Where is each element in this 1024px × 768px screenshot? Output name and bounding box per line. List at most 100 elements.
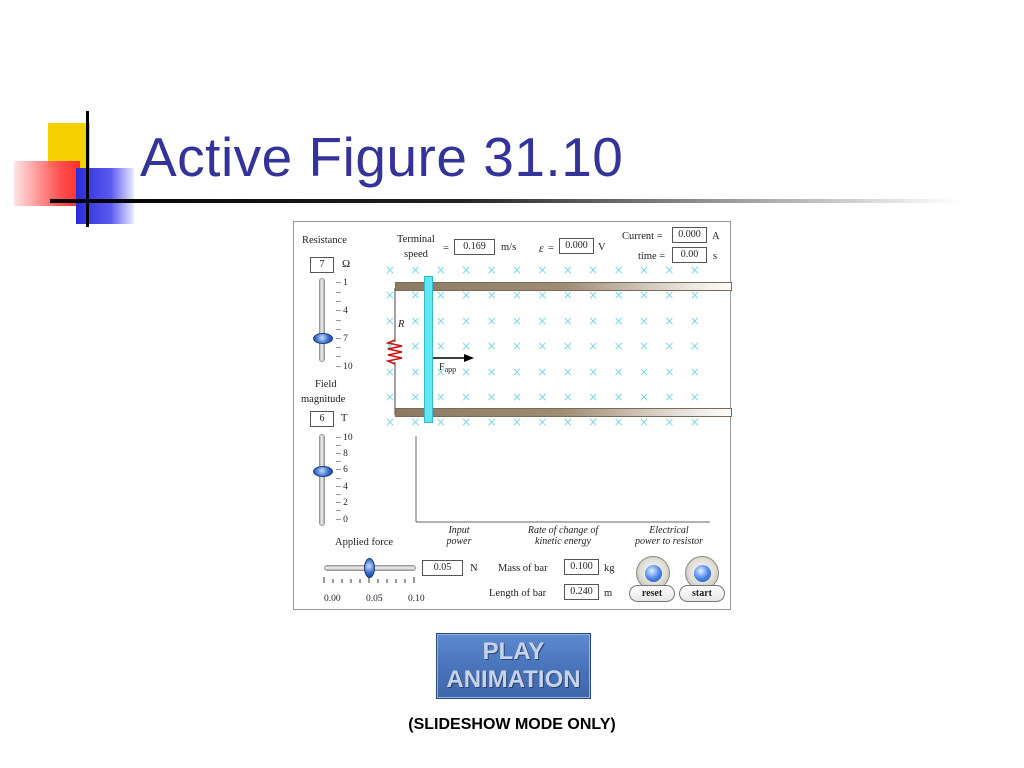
field-x-marker: × xyxy=(563,263,573,277)
field-x-marker: × xyxy=(512,314,522,328)
terminal-speed-unit: m/s xyxy=(501,242,517,253)
start-knob-icon[interactable] xyxy=(685,556,719,590)
reset-button[interactable]: reset xyxy=(629,585,675,602)
field-x-marker: × xyxy=(487,314,497,328)
field-x-marker: × xyxy=(512,339,522,353)
emf-value: 0.000 xyxy=(559,238,594,254)
field-x-marker: × xyxy=(563,415,573,429)
field-x-marker: × xyxy=(639,339,649,353)
time-value: 0.00 xyxy=(672,247,707,263)
field-x-marker: × xyxy=(563,288,573,302)
terminal-speed-value: 0.169 xyxy=(454,239,495,255)
length-label: Length of bar xyxy=(489,588,547,599)
resistance-tick: – 7 xyxy=(336,334,348,344)
field-x-marker: × xyxy=(614,390,624,404)
field-x-marker: × xyxy=(664,263,674,277)
field-x-marker: × xyxy=(512,390,522,404)
field-x-marker: × xyxy=(385,339,395,353)
field-slider-track[interactable] xyxy=(319,434,325,526)
resistor-label: R xyxy=(398,319,405,330)
field-tick: – 10 xyxy=(336,433,353,443)
field-x-marker: × xyxy=(410,314,420,328)
field-x-marker: × xyxy=(512,288,522,302)
field-x-marker: × xyxy=(385,288,395,302)
field-x-marker: × xyxy=(639,314,649,328)
field-x-marker: × xyxy=(461,365,471,379)
applied-force-tick: 0.05 xyxy=(366,594,383,604)
field-x-marker: × xyxy=(563,365,573,379)
field-x-marker: × xyxy=(537,263,547,277)
emf-unit: V xyxy=(598,242,606,253)
field-x-marker: × xyxy=(461,263,471,277)
field-x-marker: × xyxy=(664,314,674,328)
start-button[interactable]: start xyxy=(679,585,725,602)
force-arrow-head xyxy=(464,354,474,362)
field-x-marker: × xyxy=(614,365,624,379)
mass-label: Mass of bar xyxy=(498,563,548,574)
field-x-marker: × xyxy=(385,314,395,328)
field-x-marker: × xyxy=(461,314,471,328)
decor-yellow-square xyxy=(48,123,90,168)
field-x-marker: × xyxy=(512,365,522,379)
applied-force-tick: 0.10 xyxy=(408,594,425,604)
applied-force-tick-marks xyxy=(323,577,415,583)
applied-force-value[interactable]: 0.05 xyxy=(422,560,463,576)
field-x-marker: × xyxy=(639,365,649,379)
field-slider-knob[interactable] xyxy=(313,466,333,477)
field-x-marker: × xyxy=(664,288,674,302)
field-x-marker: × xyxy=(690,288,700,302)
field-x-marker: × xyxy=(410,288,420,302)
field-x-marker: × xyxy=(537,314,547,328)
top-rail xyxy=(395,282,732,291)
force-label: Fapp xyxy=(439,362,457,374)
field-x-marker: × xyxy=(588,339,598,353)
resistance-slider-knob[interactable] xyxy=(313,333,333,344)
field-tick: – 4 xyxy=(336,482,348,492)
resistance-value[interactable]: 7 xyxy=(310,257,334,273)
field-x-marker: × xyxy=(690,415,700,429)
field-x-marker: × xyxy=(512,415,522,429)
applied-force-slider-knob[interactable] xyxy=(364,558,375,578)
field-x-marker: × xyxy=(461,390,471,404)
emf-symbol: ε xyxy=(539,241,544,255)
length-value[interactable]: 0.240 xyxy=(564,584,599,600)
decor-vertical-line xyxy=(86,111,89,227)
field-x-marker: × xyxy=(537,365,547,379)
field-x-marker: × xyxy=(487,390,497,404)
decor-red-square xyxy=(14,161,80,206)
reset-knob-icon[interactable] xyxy=(636,556,670,590)
field-x-marker: × xyxy=(461,288,471,302)
field-value[interactable]: 6 xyxy=(310,411,334,427)
field-x-marker: × xyxy=(487,263,497,277)
field-x-marker: × xyxy=(614,415,624,429)
field-x-marker: × xyxy=(385,365,395,379)
field-x-marker: × xyxy=(588,415,598,429)
field-x-marker: × xyxy=(664,339,674,353)
field-x-marker: × xyxy=(690,314,700,328)
resistance-slider-track[interactable] xyxy=(319,278,325,362)
field-x-marker: × xyxy=(410,263,420,277)
play-label-line1: PLAY xyxy=(482,638,545,665)
conducting-bar xyxy=(424,276,433,423)
power-graph xyxy=(415,436,710,523)
field-x-marker: × xyxy=(436,365,446,379)
mass-value[interactable]: 0.100 xyxy=(564,559,599,575)
field-label-line2: magnitude xyxy=(301,394,346,405)
play-animation-button[interactable]: PLAY ANIMATION xyxy=(436,633,591,699)
simulation-panel: Resistance 7 Ω – 1 – – – 4 – – – 7 – – –… xyxy=(293,221,732,610)
terminal-speed-label-line1: Terminal xyxy=(397,234,435,245)
field-x-marker: × xyxy=(639,415,649,429)
field-x-marker: × xyxy=(664,415,674,429)
field-x-marker: × xyxy=(537,415,547,429)
terminal-speed-label-line2: speed xyxy=(404,249,428,260)
field-x-marker: × xyxy=(588,263,598,277)
slideshow-caption: (SLIDESHOW MODE ONLY) xyxy=(408,716,616,733)
field-x-marker: × xyxy=(385,415,395,429)
time-unit: s xyxy=(713,251,718,262)
field-x-marker: × xyxy=(410,390,420,404)
field-x-marker: × xyxy=(461,339,471,353)
field-x-marker: × xyxy=(461,415,471,429)
field-x-marker: × xyxy=(537,288,547,302)
